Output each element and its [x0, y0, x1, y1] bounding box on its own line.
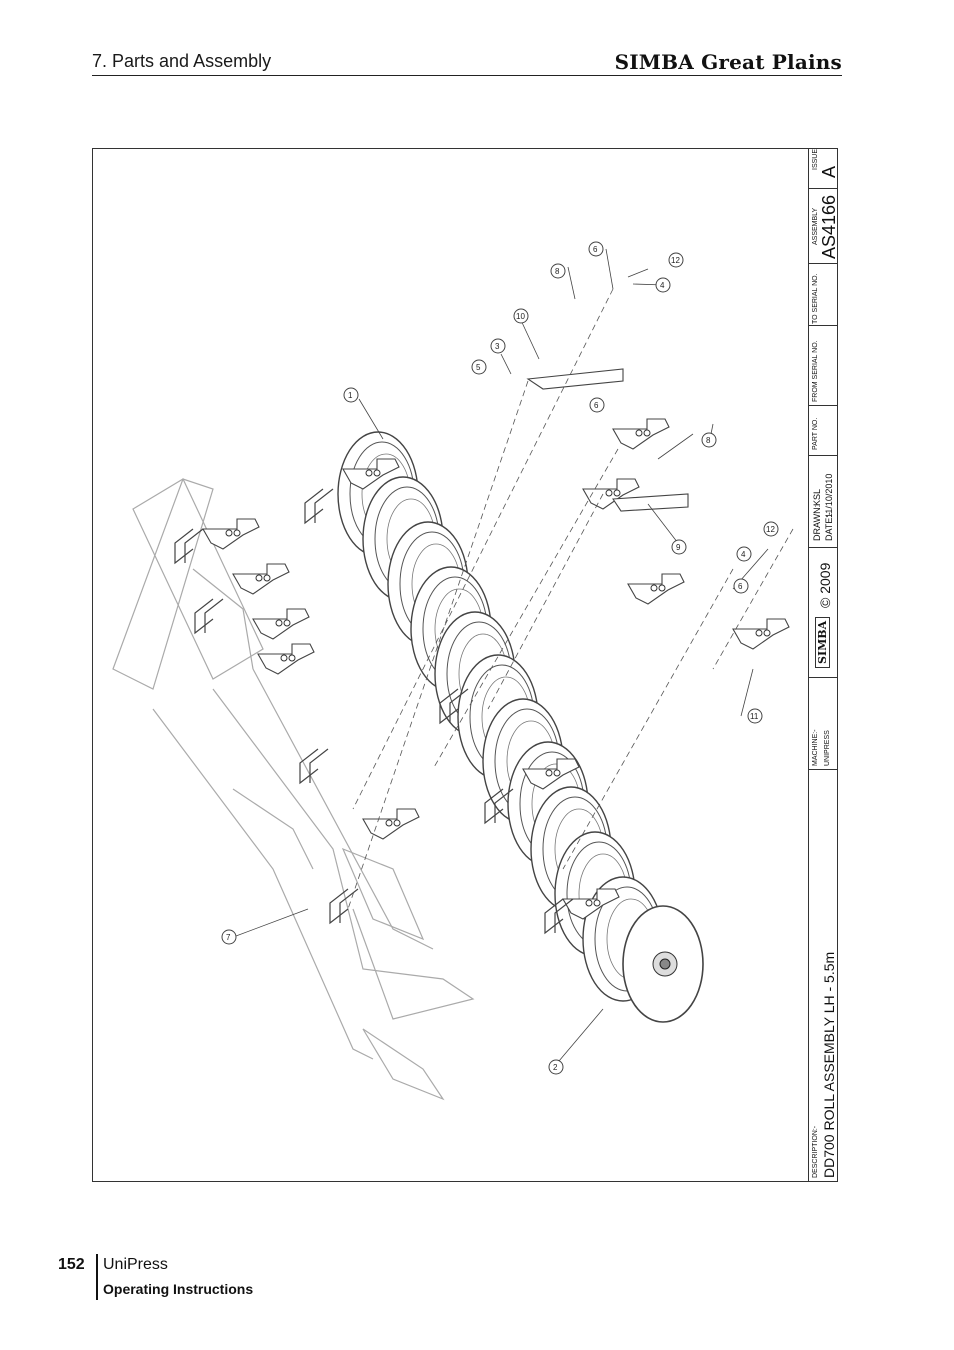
section-title: 7. Parts and Assembly [92, 51, 272, 71]
svg-text:6: 6 [594, 401, 599, 410]
roll-discs [337, 431, 704, 1023]
svg-text:7: 7 [226, 933, 231, 942]
callout-4a: 4 [655, 277, 671, 293]
svg-text:12: 12 [766, 525, 775, 534]
svg-text:11: 11 [750, 712, 759, 721]
svg-text:12: 12 [671, 256, 680, 265]
description-label: DESCRIPTION:- [812, 1125, 819, 1178]
title-block: ISSUE A ASSEMBLY AS4166 TO SERIAL NO. FR… [808, 148, 839, 1182]
svg-text:8: 8 [555, 267, 560, 276]
callout-6c: 6 [589, 397, 605, 413]
callout-8a: 8 [550, 263, 566, 279]
page-number: 152 [58, 1256, 85, 1273]
part-no-label: PART NO. [812, 417, 819, 450]
drawn-by: KSL [812, 488, 822, 506]
assembly-number: AS4166 [819, 194, 839, 259]
svg-text:8: 8 [706, 436, 711, 445]
drawing-frame: 1 2 3 4 4 5 6 6 7 8 8 9 10 11 12 12 6 IS… [92, 148, 839, 1182]
drawn-label: DRAWN: [812, 504, 822, 541]
svg-text:4: 4 [741, 550, 746, 559]
support-arm [526, 368, 624, 390]
callout-8b: 8 [701, 432, 717, 448]
document-subtitle: Operating Instructions [103, 1281, 254, 1297]
callout-12a: 12 [668, 252, 684, 268]
callout-3: 3 [490, 338, 506, 354]
machine-name: UNIPRESS [824, 730, 831, 766]
svg-text:2: 2 [553, 1063, 558, 1072]
svg-text:9: 9 [676, 543, 681, 552]
callout-2: 2 [548, 1059, 564, 1075]
copyright: © 2009 [817, 562, 833, 608]
callout-11: 11 [747, 708, 763, 724]
callout-7: 7 [221, 929, 237, 945]
product-name: UniPress [103, 1256, 168, 1273]
assembly-label: ASSEMBLY [812, 207, 819, 245]
svg-text:6: 6 [738, 582, 743, 591]
callout-6b: 6 [733, 578, 749, 594]
footer-divider [96, 1254, 98, 1300]
svg-text:5: 5 [476, 363, 481, 372]
brand-logo: SIMBA Great Plains [614, 50, 842, 74]
header-divider [92, 75, 842, 76]
simba-logo: SIMBA [815, 616, 830, 668]
issue-value: A [819, 165, 839, 178]
drawing-description: DD700 ROLL ASSEMBLY LH - 5.5m [821, 951, 837, 1178]
callout-9: 9 [671, 539, 687, 555]
svg-text:4: 4 [660, 281, 665, 290]
scraper-arm [612, 493, 689, 512]
drawing-date: 11/10/2010 [824, 473, 834, 518]
callout-10: 10 [513, 308, 529, 324]
chassis-frame [112, 478, 475, 1101]
from-serial-label: FROM SERIAL NO. [812, 340, 819, 402]
callout-6a: 6 [588, 241, 604, 257]
issue-label: ISSUE [812, 148, 819, 170]
exploded-assembly-drawing: 1 2 3 4 4 5 6 6 7 8 8 9 10 11 12 12 6 [112, 241, 794, 1101]
svg-text:6: 6 [593, 245, 598, 254]
to-serial-label: TO SERIAL NO. [812, 273, 819, 324]
svg-text:3: 3 [495, 342, 500, 351]
machine-label: MACHINE:- [812, 729, 819, 766]
callout-leaders [227, 248, 769, 1062]
callout-12b: 12 [763, 521, 779, 537]
svg-text:10: 10 [516, 312, 525, 321]
callout-5: 5 [471, 359, 487, 375]
svg-text:1: 1 [348, 391, 353, 400]
callouts: 1 2 3 4 4 5 6 6 7 8 8 9 10 11 12 12 6 [221, 241, 779, 1075]
callout-4b: 4 [736, 546, 752, 562]
assembly-lines [347, 288, 794, 910]
callout-1: 1 [343, 387, 359, 403]
